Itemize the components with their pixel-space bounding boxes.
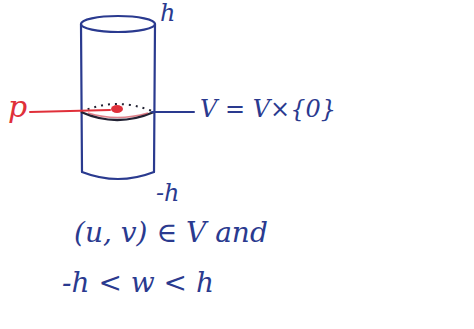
cross-section-front (81, 112, 154, 120)
point-label: p (8, 90, 27, 123)
height-label: h (160, 0, 175, 26)
cross-section-shade (88, 113, 148, 118)
plane-label: V = V×{0} (200, 96, 336, 122)
cylinder-top (81, 16, 155, 32)
cylinder-bottom (82, 172, 154, 179)
condition-text: (u, v) ∈ V and (74, 218, 268, 249)
cylinder-left-side (81, 24, 82, 172)
plane-leader (152, 111, 194, 113)
point-dot (111, 105, 123, 113)
cylinder-right-side (154, 24, 155, 172)
condition-text: -h < w < h (62, 268, 214, 299)
height-label: -h (156, 180, 180, 206)
point-leader (30, 110, 110, 112)
